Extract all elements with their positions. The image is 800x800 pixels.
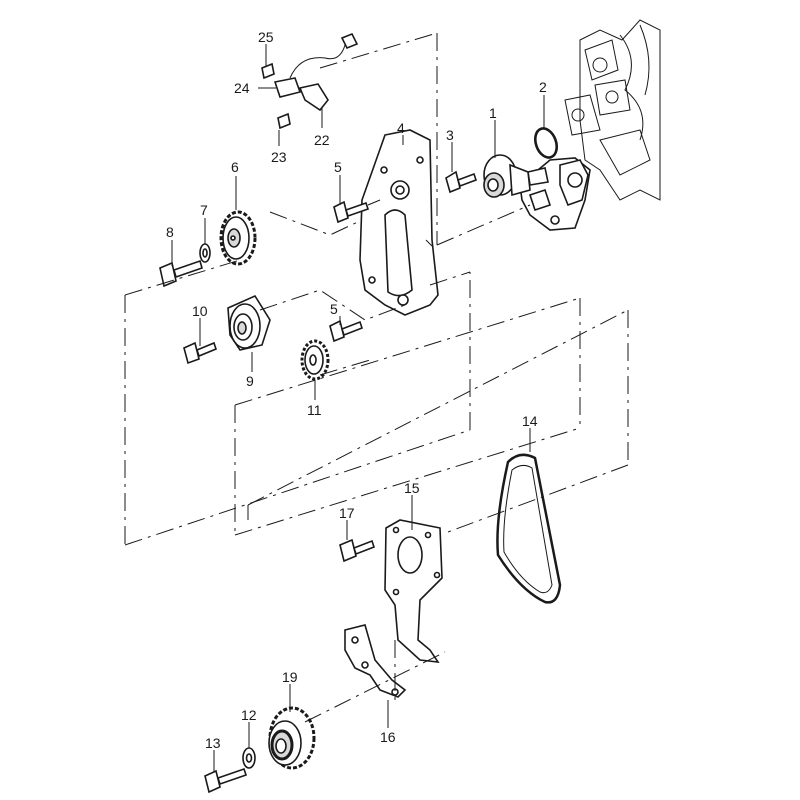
- bolt-3-part: [445, 170, 478, 194]
- water-pump-part: [483, 154, 591, 231]
- callout-12: 12: [241, 707, 257, 723]
- bolt-17-part: [339, 538, 375, 563]
- tensioner-pulley-part: [227, 294, 271, 351]
- rear-timing-cover-part: [359, 129, 439, 316]
- engine-block: [564, 19, 661, 201]
- camshaft-sprocket-part: [219, 210, 257, 266]
- o-ring-part: [533, 127, 559, 159]
- callout-5b: 5: [330, 301, 338, 317]
- callout-16: 16: [380, 729, 396, 745]
- callout-17: 17: [339, 505, 355, 521]
- callout-1: 1: [489, 105, 497, 121]
- callout-2: 2: [539, 79, 547, 95]
- washer-7-part: [199, 243, 211, 263]
- callout-15: 15: [404, 480, 420, 496]
- callout-3: 3: [446, 127, 454, 143]
- callout-14: 14: [522, 413, 538, 429]
- bracket-part: [344, 624, 407, 698]
- callout-19: 19: [282, 669, 298, 685]
- crankshaft-sprocket-part: [268, 706, 316, 770]
- callout-23: 23: [271, 149, 287, 165]
- callout-22: 22: [314, 132, 330, 148]
- callout-9: 9: [246, 373, 254, 389]
- callout-25: 25: [258, 29, 274, 45]
- callout-11: 11: [307, 402, 322, 418]
- front-cover-part: [384, 519, 443, 663]
- callout-7: 7: [200, 202, 208, 218]
- idler-gear-part: [300, 339, 330, 381]
- callout-labels: 1 2 3 4 5 5 6 7 8 9 10 11 12 13 14 15 16…: [166, 29, 547, 751]
- washer-12-part: [242, 747, 256, 769]
- callout-5a: 5: [334, 159, 342, 175]
- bolt-5-lower-part: [329, 319, 363, 343]
- bolt-13-part: [204, 767, 248, 794]
- callout-4: 4: [397, 120, 405, 136]
- timing-belt-part: [496, 453, 562, 604]
- bolt-10-part: [183, 341, 217, 365]
- sensor-assembly-part: [261, 32, 359, 130]
- callout-24: 24: [234, 80, 250, 96]
- callout-6: 6: [231, 159, 239, 175]
- callout-8: 8: [166, 224, 174, 240]
- assembly-reference-lines: [124, 32, 629, 723]
- bolt-5-upper-part: [333, 200, 370, 224]
- callout-13: 13: [205, 735, 221, 751]
- callout-10: 10: [192, 303, 208, 319]
- callout-leaders: [171, 44, 545, 772]
